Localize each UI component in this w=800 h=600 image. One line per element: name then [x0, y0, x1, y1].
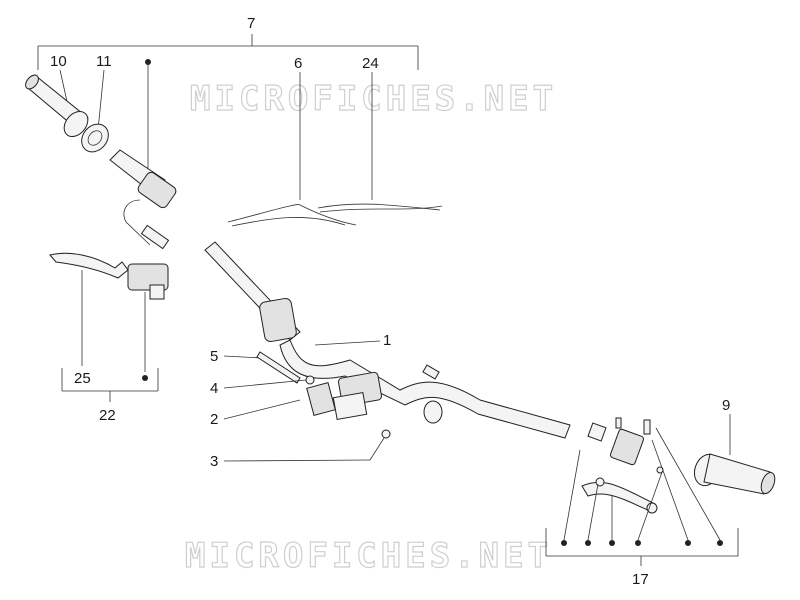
- right-grip: [693, 453, 776, 495]
- callout-4: 4: [210, 380, 218, 397]
- washer-11: [81, 123, 109, 153]
- callout-11: 11: [96, 53, 112, 70]
- callout-10: 10: [50, 53, 67, 70]
- throttle-cable-6b: [231, 217, 346, 227]
- right-lever-assembly: [581, 417, 664, 514]
- group-bracket-7: [37, 34, 419, 70]
- group-bracket-17: [545, 528, 739, 566]
- leader-2: [223, 399, 301, 420]
- callout-1: 1: [383, 332, 391, 349]
- leader-5: [223, 355, 263, 359]
- watermark-bottom: MICROFICHES.NET: [185, 536, 552, 576]
- leader-3: [223, 459, 371, 462]
- callout-6: 6: [294, 55, 302, 72]
- leader-1: [314, 340, 381, 346]
- bolt-5: [256, 351, 301, 384]
- throttle-cable-6: [227, 204, 357, 226]
- left-brake-lever: [49, 252, 169, 300]
- brake-master-cylinder: [332, 371, 382, 421]
- nut-3: [381, 429, 391, 439]
- leader-11: [97, 69, 105, 131]
- washer-4: [305, 375, 315, 385]
- clamp-2: [306, 382, 336, 416]
- ref-dots-17: [561, 540, 723, 546]
- group-bracket-22: [61, 368, 159, 402]
- callout-3: 3: [210, 453, 218, 470]
- throttle-cable-24: [317, 203, 441, 211]
- ref-dot-left: [142, 375, 148, 381]
- callout-9: 9: [722, 397, 730, 414]
- throttle-cable-24b: [319, 205, 443, 213]
- callout-7: 7: [247, 15, 255, 32]
- callout-24: 24: [362, 55, 379, 72]
- leader-4: [223, 379, 307, 389]
- callout-22: 22: [99, 407, 116, 424]
- left-grip: [25, 74, 89, 138]
- callout-2: 2: [210, 411, 218, 428]
- handlebar-tube: [204, 241, 571, 439]
- callout-5: 5: [210, 348, 218, 365]
- callout-17: 17: [632, 571, 649, 588]
- throttle-assembly: [109, 149, 177, 250]
- callout-25: 25: [74, 370, 91, 387]
- watermark-top: MICROFICHES.NET: [190, 79, 557, 119]
